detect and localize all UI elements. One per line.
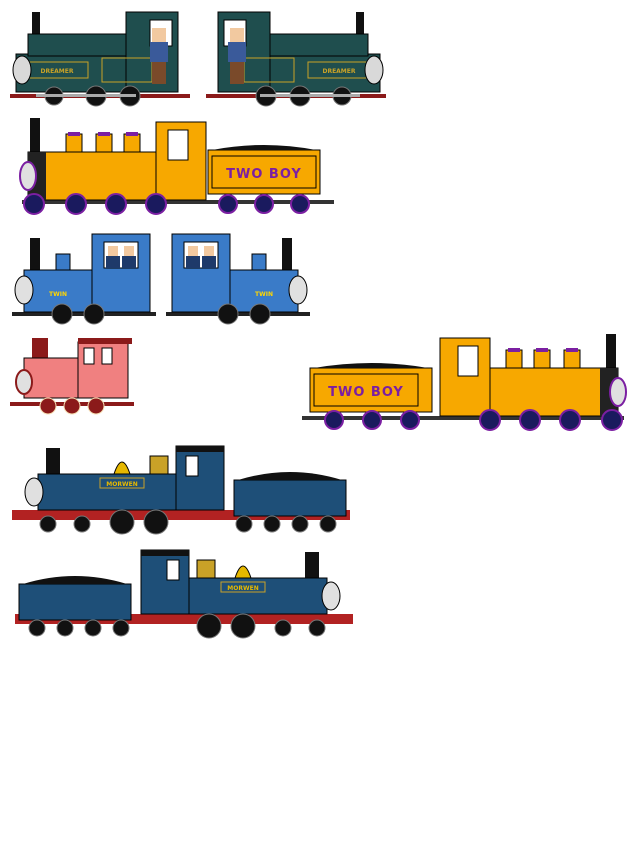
nameplate: DREAMER xyxy=(40,68,73,75)
pink-engine xyxy=(10,338,134,415)
nameplate: MORWEN xyxy=(227,585,258,592)
nameplate: MORWEN xyxy=(106,481,137,488)
chimney xyxy=(32,338,48,360)
morwen-engine-left: MORWEN xyxy=(12,445,350,535)
nameplate: TWIN xyxy=(49,291,67,298)
face xyxy=(15,369,33,395)
nameplate: TWIN xyxy=(255,291,273,298)
dome xyxy=(113,461,131,475)
two-boy-engine-right: TWO BOY xyxy=(302,334,627,431)
sand-dome xyxy=(149,455,169,475)
face xyxy=(14,275,34,305)
domes xyxy=(65,133,141,153)
wheels xyxy=(39,397,105,415)
tender-name: TWO BOY xyxy=(226,167,302,182)
blue-tank-engine-left: TWIN xyxy=(12,233,156,325)
wheels xyxy=(51,303,105,325)
dome xyxy=(55,253,71,271)
tender-name: TWO BOY xyxy=(328,385,404,400)
coal xyxy=(212,145,316,150)
two-boy-engine-left: TWO BOY xyxy=(19,118,334,215)
tender xyxy=(207,149,321,195)
chimney xyxy=(30,118,40,154)
dreamer-engine-right: DREAMER xyxy=(206,11,386,107)
wheels xyxy=(23,193,310,215)
morwen-engine-right: MORWEN xyxy=(15,549,353,639)
face xyxy=(24,477,44,507)
nameplate: DREAMER xyxy=(322,68,355,75)
tender xyxy=(233,479,347,517)
chimney xyxy=(46,448,60,478)
chimney xyxy=(32,12,40,52)
wheels xyxy=(39,509,337,535)
driver xyxy=(150,28,168,84)
nameplate-frame xyxy=(99,477,145,489)
dreamer-engine-left: DREAMER xyxy=(10,11,190,107)
blue-tank-engine-right: TWIN xyxy=(166,233,310,325)
chimney xyxy=(30,238,40,270)
coal xyxy=(238,472,342,480)
cab xyxy=(175,445,225,511)
frames xyxy=(12,510,350,520)
face xyxy=(12,55,32,85)
cab-window xyxy=(167,129,189,161)
face xyxy=(19,161,37,191)
boiler-tank xyxy=(27,151,179,201)
boiler xyxy=(23,357,85,399)
crew xyxy=(106,246,136,268)
